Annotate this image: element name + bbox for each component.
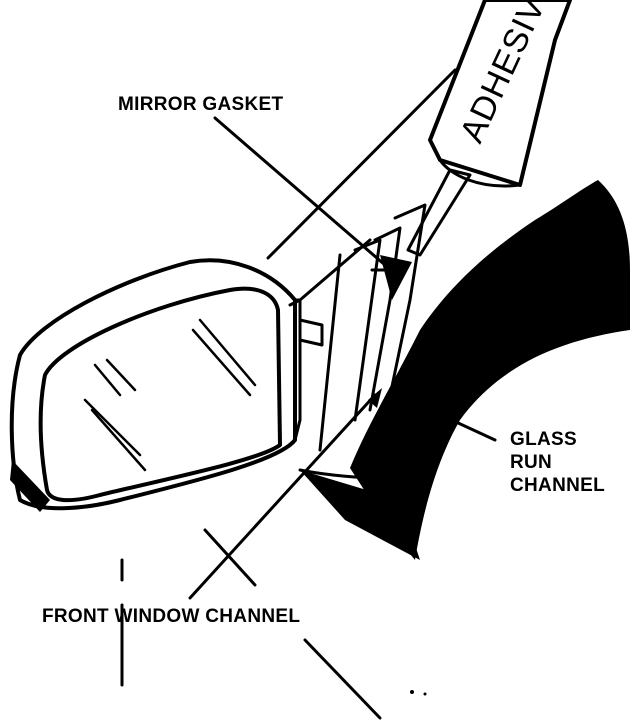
front-window-channel-label: FRONT WINDOW CHANNEL	[42, 606, 300, 627]
glass-run-label-line-1: GLASS	[510, 429, 577, 450]
speck	[423, 692, 427, 696]
door-guide-lines	[120, 68, 457, 720]
glass-run-channel	[298, 180, 630, 560]
mirror-housing	[9, 258, 324, 512]
speck	[410, 690, 414, 694]
glass-run-label-line-3: CHANNEL	[510, 475, 605, 496]
leader-lines	[188, 116, 497, 600]
mirror-gasket-label: MIRROR GASKET	[118, 94, 283, 115]
mirror-gasket	[380, 255, 412, 300]
glass-run-label-line-2: RUN	[510, 452, 552, 473]
